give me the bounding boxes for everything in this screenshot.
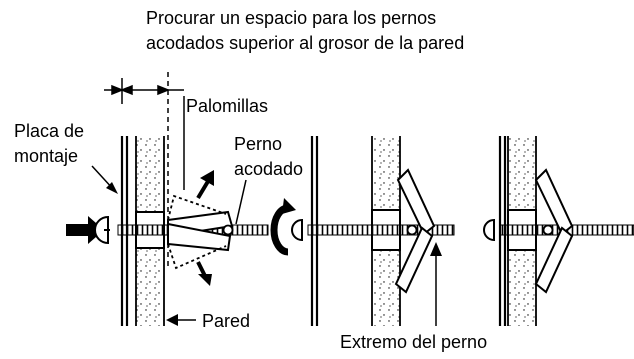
pared-leader xyxy=(166,314,196,326)
rotate-arrow-icon xyxy=(270,198,296,256)
placa-leader xyxy=(91,165,118,194)
panel-1-wings xyxy=(167,194,234,270)
pared-label: Pared xyxy=(202,311,250,331)
extremo-leader xyxy=(430,242,442,326)
title-line-1: Procurar un espacio para los pernos xyxy=(146,8,436,28)
placa-label-line-1: Placa de xyxy=(14,121,84,141)
perno-label-line-1: Perno xyxy=(234,134,282,154)
panel-3-wings xyxy=(534,168,574,294)
panel-2-bolt xyxy=(291,218,455,242)
spread-arrow-icon xyxy=(196,170,214,286)
palomillas-label: Palomillas xyxy=(186,96,268,116)
push-arrow-icon xyxy=(66,216,104,244)
placa-label-line-2: montaje xyxy=(14,146,78,166)
extremo-label: Extremo del perno xyxy=(340,332,487,352)
perno-leader xyxy=(235,179,247,225)
panel-2-wings xyxy=(394,168,436,294)
title-line-2: acodados superior al grosor de la pared xyxy=(146,33,464,53)
perno-label-line-2: acodado xyxy=(234,159,303,179)
